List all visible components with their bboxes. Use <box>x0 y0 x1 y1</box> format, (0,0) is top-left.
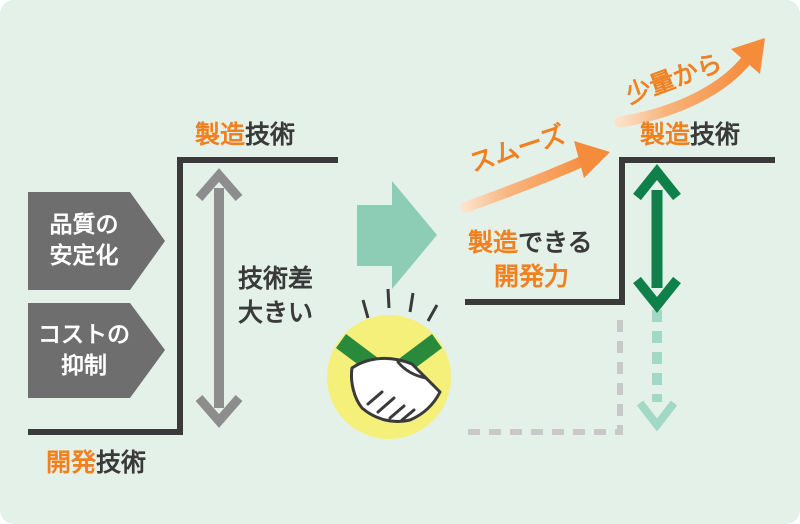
tech-gap-line2: 大きい <box>238 298 314 327</box>
small-lot-curved-arrow <box>614 52 754 128</box>
chevron-quality-text: 品質の 安定化 <box>28 210 140 272</box>
left-development-tech-label: 開発技術 <box>46 448 146 478</box>
left-gap-double-arrow <box>195 168 243 428</box>
label-accent: 製造 <box>195 120 246 149</box>
handshake-icon <box>327 288 451 439</box>
faded-green-dashed-arrow <box>636 310 678 432</box>
chevron-cost-text: コストの 抑制 <box>28 320 140 382</box>
middle-block-arrow <box>357 181 437 289</box>
dev-line2: 開発力 <box>494 262 570 291</box>
green-double-arrow <box>633 163 681 314</box>
dev-rest: できる <box>518 228 593 257</box>
label-accent: 開発 <box>46 448 97 477</box>
dev-accent: 製造 <box>468 228 519 257</box>
tech-gap-label: 技術差 大きい <box>238 262 313 330</box>
chevron-cost-line1: コストの <box>38 322 130 348</box>
label-accent: 製造 <box>640 120 691 149</box>
chevron-quality <box>28 192 165 290</box>
chevron-quality-line2: 安定化 <box>49 243 119 269</box>
tech-gap-line1: 技術差 <box>238 264 314 293</box>
chevron-cost-line2: 抑制 <box>61 353 107 379</box>
label-rest: 技術 <box>245 120 296 149</box>
manufacturable-dev-capability-label: 製造できる 開発力 <box>468 226 593 294</box>
chevron-cost <box>28 303 165 398</box>
right-step-line <box>465 157 775 305</box>
label-rest: 技術 <box>96 448 147 477</box>
chevron-quality-line1: 品質の <box>49 212 119 238</box>
left-step-line <box>28 157 338 435</box>
smooth-curved-arrow <box>460 152 596 213</box>
left-manufacturing-tech-label: 製造技術 <box>195 120 295 150</box>
old-level-dashed-line <box>468 312 623 435</box>
label-rest: 技術 <box>690 120 741 149</box>
right-manufacturing-tech-label: 製造技術 <box>640 120 740 150</box>
